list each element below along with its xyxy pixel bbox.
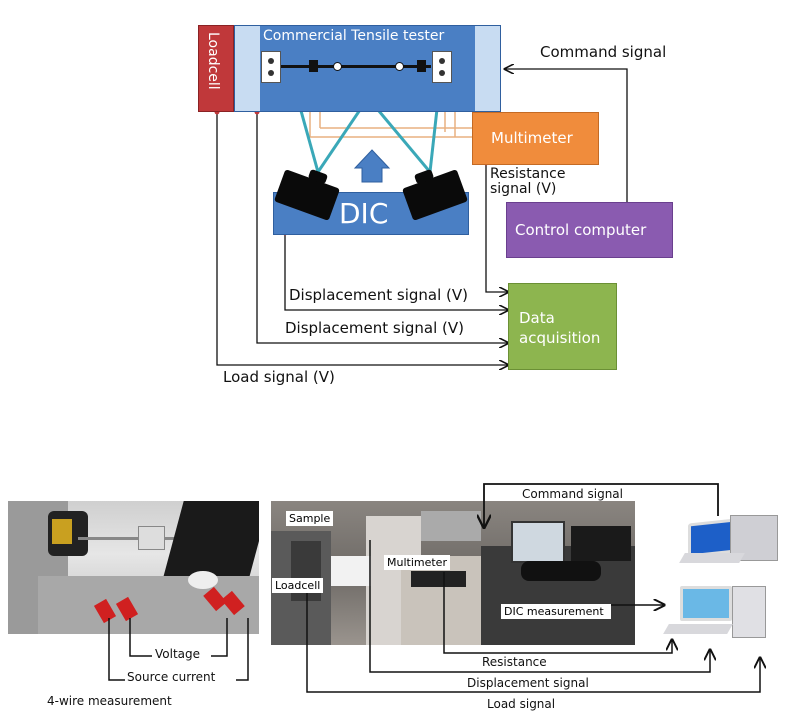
dic-label: DIC: [339, 197, 389, 230]
four-wire-photo: [8, 501, 259, 634]
resistance-photo-label: Resistance: [482, 655, 547, 669]
command-signal-photo-label: Command signal: [522, 487, 623, 501]
load-signal-label: Load signal (V): [223, 368, 335, 386]
multimeter-block: Multimeter: [472, 112, 599, 165]
data-acquisition-block: Data acquisition: [508, 283, 617, 370]
load-line-photo: [306, 592, 760, 693]
source-current-label: Source current: [127, 670, 216, 684]
control-computer-block: Control computer: [506, 202, 673, 258]
tester-right-pillar: [475, 26, 500, 111]
dic-displacement-line: [284, 233, 508, 310]
load-signal-photo-label: Load signal: [487, 697, 556, 711]
tester-displacement-line: [256, 112, 508, 343]
loadcell-block: Loadcell: [198, 25, 234, 112]
dic-measurement-tag: DIC measurement: [501, 604, 611, 619]
command-signal-line: [505, 69, 628, 206]
multimeter-label: Multimeter: [491, 129, 573, 147]
right-grip: [432, 51, 452, 83]
command-signal-label: Command signal: [540, 43, 667, 61]
four-wire-caption: 4-wire measurement: [47, 694, 172, 708]
sample-tag: Sample: [286, 511, 334, 526]
resistance-line-photo: [443, 572, 672, 654]
specimen-left-clamp: [309, 60, 318, 72]
resistance-signal-line: [485, 163, 508, 292]
displacement-signal-photo-label: Displacement signal: [467, 676, 589, 690]
resistance-signal-label: Resistance signal (V): [490, 166, 566, 197]
tensile-tester-block: Commercial Tensile tester: [234, 25, 501, 112]
dic-displacement-label: Displacement signal (V): [289, 286, 468, 304]
tester-displacement-label: Displacement signal (V): [285, 319, 464, 337]
control-computer-label: Control computer: [515, 221, 647, 239]
multimeter-tag: Multimeter: [384, 555, 450, 570]
left-grip: [261, 51, 281, 83]
specimen-right-clamp: [417, 60, 426, 72]
displacement-line-photo: [369, 540, 710, 673]
load-signal-line: [216, 112, 508, 365]
tester-title: Commercial Tensile tester: [263, 28, 445, 44]
voltage-label: Voltage: [155, 647, 201, 661]
tester-left-pillar: [235, 26, 260, 111]
data-acquisition-label: Data acquisition: [519, 309, 601, 347]
specimen: [281, 65, 431, 68]
command-signal-line-photo: [484, 483, 719, 527]
loadcell-tag: Loadcell: [272, 578, 324, 593]
